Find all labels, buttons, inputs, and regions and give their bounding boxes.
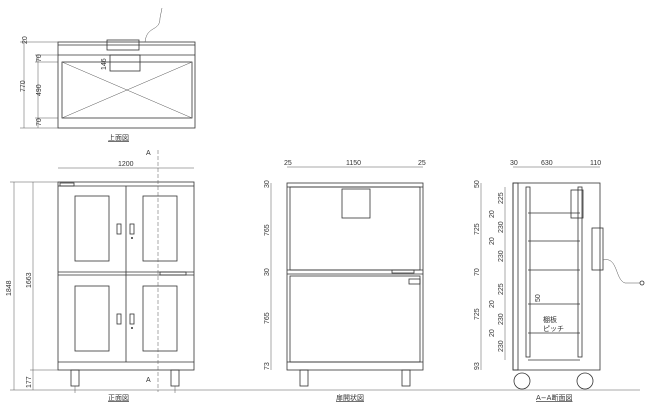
caster-wheel — [513, 372, 531, 390]
dim-25-right: 25 — [418, 160, 426, 167]
dim-725b: 725 — [474, 308, 481, 320]
dim-pitch: 230 — [498, 250, 505, 262]
dim-gap: 20 — [489, 237, 496, 245]
dim-top-770: 770 — [20, 80, 27, 92]
window-lower-right — [142, 285, 178, 352]
dehumidifier-unit — [591, 227, 604, 271]
dim-50: 50 — [474, 180, 481, 188]
caster — [170, 369, 180, 387]
dim-630: 630 — [541, 160, 553, 167]
dim-top-70b: 70 — [36, 118, 43, 126]
power-cord-side — [602, 259, 640, 284]
door-open-caption: 扉開状図 — [336, 393, 364, 402]
top-duct — [109, 54, 141, 72]
power-cord — [144, 7, 163, 43]
handle — [129, 223, 135, 235]
door-open-view: 25 1150 25 30 765 30 765 73 扉開状図 — [264, 160, 426, 402]
dim-height-1848: 1848 — [6, 280, 13, 296]
front-view: A A 1200 1848 1663 177 正面図 — [6, 150, 195, 402]
dim-30b: 30 — [264, 268, 271, 276]
cabinet-outline — [57, 181, 195, 371]
dim-30a: 30 — [264, 180, 271, 188]
caster — [70, 369, 80, 387]
dim-pitch: 230 — [498, 221, 505, 233]
front-view-caption: 正面図 — [108, 394, 129, 402]
dim-pitch: 225 — [498, 192, 505, 204]
shelf-label: 棚板 — [543, 315, 557, 324]
section-mark-top: A — [146, 150, 151, 157]
section-view: 30 630 110 50 725 70 725 93 20 20 20 20 … — [474, 160, 645, 402]
dim-height-177: 177 — [26, 376, 33, 388]
dim-top-146: 146 — [101, 58, 108, 70]
cabinet-outline-open — [286, 182, 424, 371]
window-lower-left — [74, 285, 110, 352]
handle — [129, 313, 135, 325]
dim-shelf-pitch: 50 — [535, 294, 542, 302]
dim-110: 110 — [590, 160, 601, 167]
inner-unit — [341, 188, 371, 219]
dim-width-1200: 1200 — [118, 161, 134, 168]
top-outline — [57, 41, 196, 129]
dim-gap: 20 — [489, 300, 496, 308]
window-upper-right — [142, 195, 178, 262]
caster — [401, 369, 411, 387]
control-box — [570, 189, 584, 219]
caster-wheel — [576, 372, 594, 390]
control-panel — [159, 271, 187, 276]
top-inner-panel — [61, 61, 193, 119]
dim-top-70a: 70 — [36, 54, 43, 62]
handle — [116, 223, 122, 235]
top-view-caption: 上面図 — [108, 133, 129, 142]
dim-725a: 725 — [474, 223, 481, 235]
dim-1150: 1150 — [346, 160, 361, 167]
dim-gap: 20 — [489, 210, 496, 218]
dim-top-20: 20 — [22, 36, 29, 44]
dim-70: 70 — [474, 268, 481, 276]
dim-73: 73 — [264, 362, 271, 370]
dim-30: 30 — [510, 160, 518, 167]
dim-25-left: 25 — [284, 160, 292, 167]
window-upper-left — [74, 195, 110, 262]
pitch-label: ピッチ — [543, 325, 564, 333]
section-view-caption: A−A断面図 — [536, 393, 572, 402]
dim-gap: 20 — [489, 329, 496, 337]
section-mark-bottom: A — [146, 377, 151, 384]
dim-pitch: 230 — [498, 340, 505, 352]
dim-93: 93 — [474, 362, 481, 370]
caster — [299, 369, 309, 387]
dim-pitch: 230 — [498, 313, 505, 325]
dim-height-1663: 1663 — [26, 272, 33, 288]
dim-765a: 765 — [264, 224, 271, 236]
handle — [116, 313, 122, 325]
dim-pitch: 225 — [498, 283, 505, 295]
top-view: 20 70 770 490 70 146 上面図 — [20, 7, 196, 142]
dim-765b: 765 — [264, 312, 271, 324]
dim-top-490: 490 — [36, 84, 43, 96]
